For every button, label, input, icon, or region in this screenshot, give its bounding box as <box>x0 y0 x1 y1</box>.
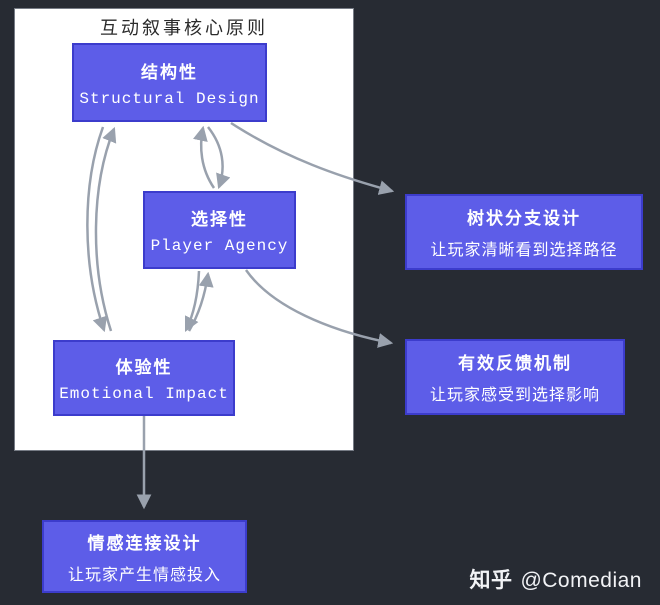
node-agency: 选择性 Player Agency <box>143 191 296 269</box>
node-emotional: 体验性 Emotional Impact <box>53 340 235 416</box>
node-tree-branch-design: 树状分支设计 让玩家清晰看到选择路径 <box>405 194 643 270</box>
node-agency-title: 选择性 <box>191 210 248 229</box>
panel-title: 互动叙事核心原则 <box>100 18 268 38</box>
node-feedback-mechanism: 有效反馈机制 让玩家感受到选择影响 <box>405 339 625 415</box>
node-structural-subtitle: Structural Design <box>79 89 260 108</box>
node-feedback-subtitle: 让玩家感受到选择影响 <box>429 387 600 405</box>
node-emotional-connection: 情感连接设计 让玩家产生情感投入 <box>42 520 247 593</box>
node-tree-subtitle: 让玩家清晰看到选择路径 <box>430 242 618 260</box>
node-agency-subtitle: Player Agency <box>150 237 289 255</box>
watermark-handle: @Comedian <box>520 569 642 592</box>
watermark-brand: 知乎 <box>469 569 513 592</box>
node-tree-title: 树状分支设计 <box>467 209 581 228</box>
node-emotional-title: 体验性 <box>115 358 173 377</box>
node-feedback-title: 有效反馈机制 <box>458 354 572 373</box>
watermark: 知乎 @Comedian <box>469 564 642 594</box>
node-structural: 结构性 Structural Design <box>72 43 267 122</box>
node-connection-title: 情感连接设计 <box>87 533 202 553</box>
node-structural-title: 结构性 <box>141 62 198 82</box>
node-connection-subtitle: 让玩家产生情感投入 <box>67 566 221 585</box>
node-emotional-subtitle: Emotional Impact <box>59 385 229 403</box>
